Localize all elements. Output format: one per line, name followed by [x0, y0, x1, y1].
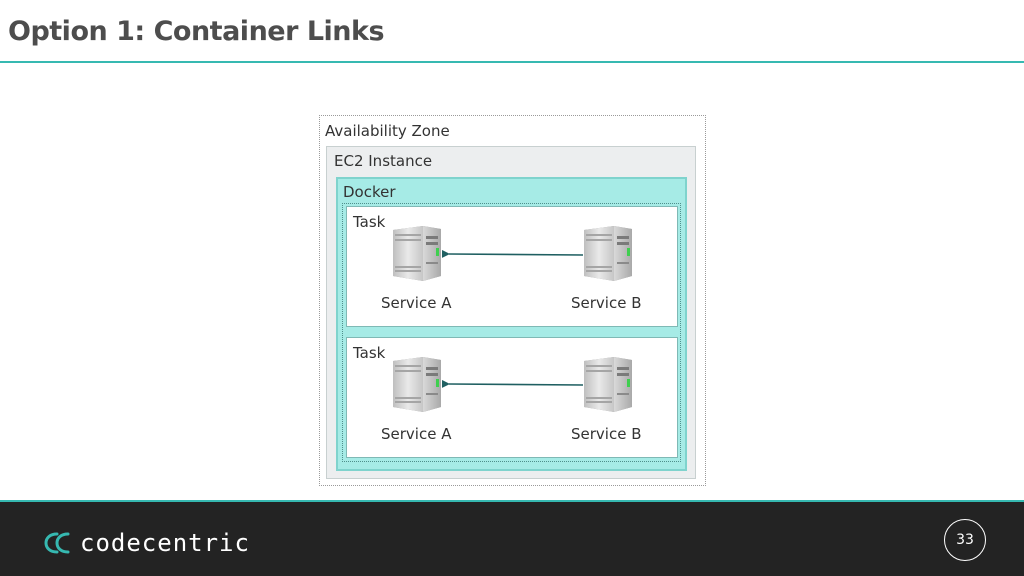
ec2-instance-label: EC2 Instance [334, 152, 433, 170]
docker-inner-border [342, 203, 681, 462]
task-label: Task [353, 213, 386, 231]
slide-title: Option 1: Container Links [8, 16, 385, 47]
codecentric-logo: codecentric [44, 528, 250, 558]
docker-label: Docker [343, 183, 396, 201]
footer-bar: codecentric 33 [0, 500, 1024, 576]
service-a-label: Service A [381, 294, 452, 312]
service-b-label: Service B [571, 294, 642, 312]
server-icon [391, 357, 443, 413]
service-a-label: Service A [381, 425, 452, 443]
service-b-label: Service B [571, 425, 642, 443]
page-number: 33 [944, 519, 986, 561]
server-icon [391, 226, 443, 282]
availability-zone-label: Availability Zone [325, 122, 450, 140]
page-number-text: 33 [956, 532, 974, 548]
server-icon [582, 357, 634, 413]
logo-text: codecentric [80, 529, 250, 557]
title-divider [0, 61, 1024, 63]
logo-mark-icon [44, 532, 70, 554]
task-label: Task [353, 344, 386, 362]
server-icon [582, 226, 634, 282]
